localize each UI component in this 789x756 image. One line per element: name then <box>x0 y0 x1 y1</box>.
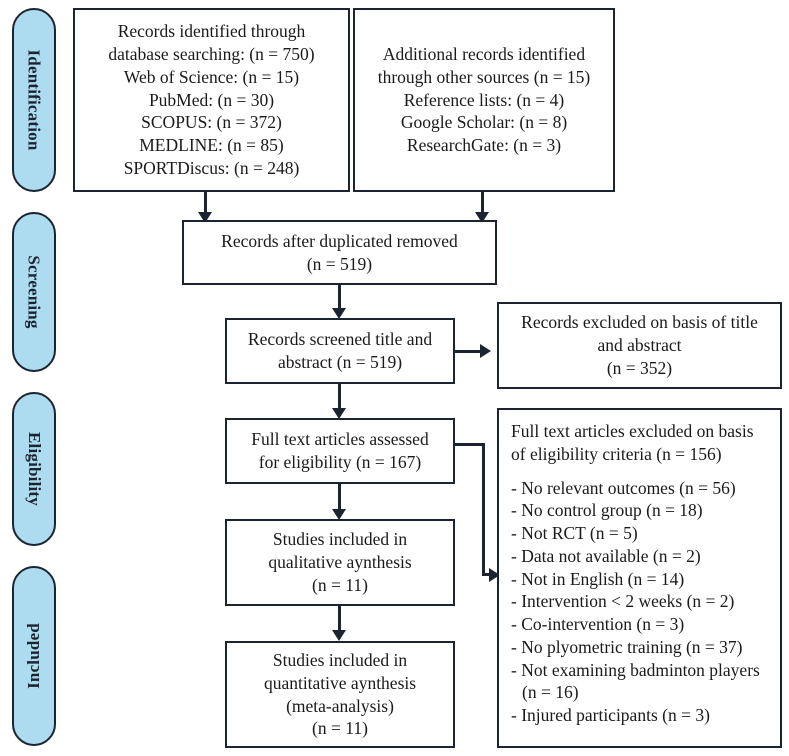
box-line: - No control group (n = 18) <box>511 500 703 521</box>
box-line: (n = 11) <box>312 574 368 595</box>
box-full-text-excluded: Full text articles excluded on basis of … <box>497 408 782 748</box>
box-line: - Not RCT (n = 5) <box>511 523 638 543</box>
connector-identified-to-duplicates <box>204 192 207 217</box>
arrowhead-fulltext-to-qualitative <box>332 509 346 520</box>
box-line: - Co-intervention (n = 3) <box>511 614 685 634</box>
box-line: (n = 352) <box>606 357 673 378</box>
connector-qualitative-to-quantitative <box>338 606 341 637</box>
stage-label-screening: Screening <box>25 255 45 329</box>
box-records-excluded: Records excluded on basis of title and a… <box>497 302 782 389</box>
stage-label-included: Included <box>24 623 44 689</box>
box-line: Additional records identified <box>382 44 586 65</box>
arrowhead-additional-to-duplicates <box>475 212 489 223</box>
box-line: - No plyometric training (n = 37) <box>511 636 743 657</box>
box-line: Records excluded on basis of title <box>521 312 758 333</box>
connector-fulltext-elbow-vertical <box>482 443 485 576</box>
connector-duplicates-to-screened <box>338 285 341 314</box>
stage-pill-identification: Identification <box>12 8 56 192</box>
arrowhead-screened-to-excluded <box>480 344 491 358</box>
box-line: Reference lists: (n = 4) <box>403 89 565 110</box>
arrowhead-screened-to-fulltext <box>332 408 346 419</box>
box-line: Records after duplicated removed <box>221 230 458 251</box>
box-line: - Injured participants (n = 3) <box>511 705 710 725</box>
arrowhead-fulltext-to-excluded-panel <box>489 568 500 582</box>
box-line: SCOPUS: (n = 372) <box>141 112 282 133</box>
box-records-screened: Records screened title and abstract (n =… <box>225 318 455 384</box>
box-line: for eligibility (n = 167) <box>258 452 422 472</box>
box-line: through other sources (n = 15) <box>377 66 591 87</box>
box-line: quantitative aynthesis <box>263 672 417 693</box>
box-records-after-duplicates: Records after duplicated removed (n = 51… <box>182 220 497 285</box>
stage-pill-eligibility: Eligibility <box>12 392 56 546</box>
box-full-text-assessed: Full text articles assessed for eligibil… <box>225 418 455 484</box>
box-qualitative-synthesis: Studies included in qualitative aynthesi… <box>225 519 455 606</box>
box-line: MEDLINE: (n = 85) <box>139 135 284 156</box>
box-line: Full text articles excluded on basis <box>511 421 754 441</box>
box-line: - Not examining badminton players (n = 1… <box>511 659 760 703</box>
box-line: - Not in English (n = 14) <box>511 568 685 589</box>
box-line: database searching: (n = 750) <box>108 44 315 65</box>
box-line: Studies included in <box>272 529 408 550</box>
connector-additional-to-duplicates <box>481 192 484 217</box>
stage-pill-included: Included <box>12 566 56 746</box>
stage-label-eligibility: Eligibility <box>25 432 44 506</box>
arrowhead-qualitative-to-quantitative <box>332 630 346 641</box>
connector-fulltext-to-qualitative <box>338 484 341 517</box>
box-line: qualitative aynthesis <box>268 552 412 573</box>
arrowhead-duplicates-to-screened <box>332 308 346 319</box>
box-line: Records screened title and <box>247 329 433 350</box>
box-line: - Data not available (n = 2) <box>511 545 701 566</box>
stage-pill-screening: Screening <box>12 212 56 372</box>
box-line: Records identified through <box>117 21 306 42</box>
box-line: - Intervention < 2 weeks (n = 2) <box>511 591 735 612</box>
connector-fulltext-elbow-horizontal <box>455 443 485 446</box>
box-line: PubMed: (n = 30) <box>148 89 275 110</box>
connector-fulltext-elbow-into-panel <box>482 573 494 576</box>
box-line: (meta-analysis) <box>286 695 394 716</box>
box-line: Studies included in <box>272 650 408 670</box>
box-line: - No relevant outcomes (n = 56) <box>511 477 736 498</box>
box-quantitative-synthesis: Studies included in quantitative aynthes… <box>225 641 455 748</box>
box-line: and abstract <box>597 335 682 356</box>
box-additional-records: Additional records identified through ot… <box>353 8 615 192</box>
connector-screened-to-fulltext <box>338 384 341 414</box>
box-line: (n = 11) <box>312 718 368 739</box>
stage-label-identification: Identification <box>25 49 44 151</box>
box-line: Web of Science: (n = 15) <box>123 66 300 87</box>
box-line: (n = 519) <box>306 253 373 274</box>
connector-screened-to-excluded <box>455 350 483 353</box>
box-line: abstract (n = 519) <box>277 352 403 372</box>
box-records-identified: Records identified through database sear… <box>73 8 350 192</box>
box-line: Full text articles assessed <box>251 429 429 450</box>
box-line: of eligibility criteria (n = 156) <box>511 443 722 464</box>
arrowhead-identified-to-duplicates <box>198 212 212 223</box>
box-line: Google Scholar: (n = 8) <box>400 112 568 133</box>
box-line: ResearchGate: (n = 3) <box>406 135 562 156</box>
box-line: SPORTDiscus: (n = 248) <box>123 157 300 178</box>
